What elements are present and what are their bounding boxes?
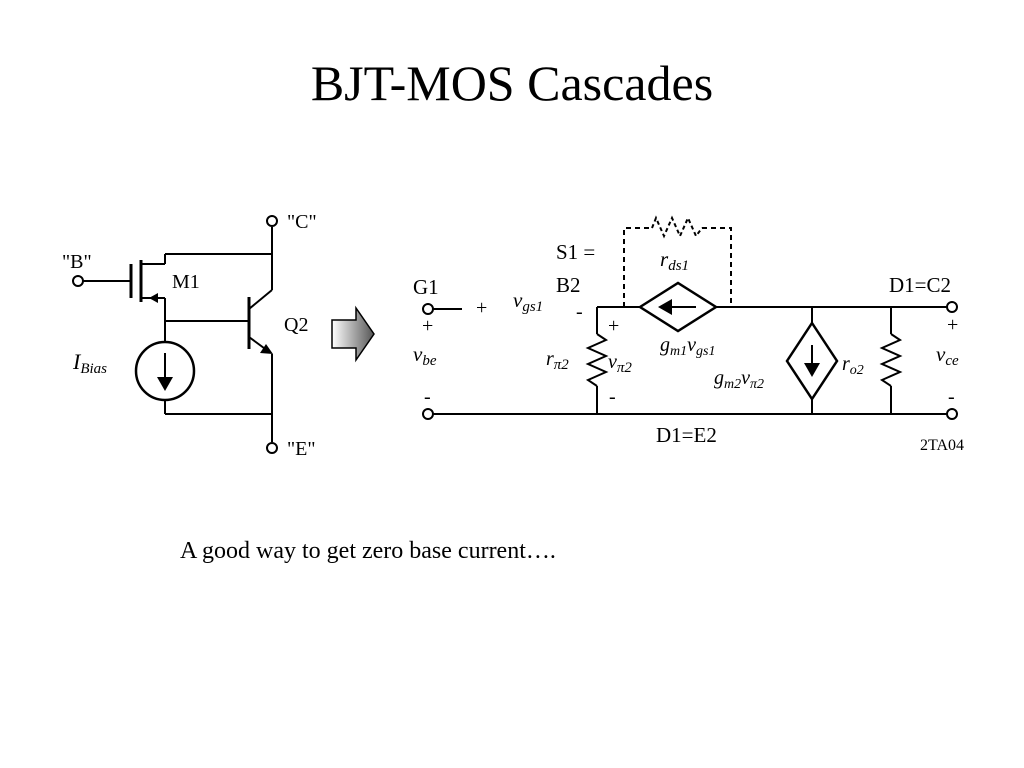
- label-ro2: ro2: [842, 353, 864, 378]
- label-b: "B": [62, 251, 92, 273]
- vce-minus: -: [948, 386, 955, 408]
- label-m1: M1: [172, 271, 200, 293]
- label-c: "C": [287, 211, 317, 233]
- label-gm1-vgs1: gm1vgs1: [660, 334, 715, 359]
- vbe-plus: +: [422, 315, 433, 337]
- label-vce: vce: [936, 342, 959, 369]
- vgs1-minus: -: [576, 301, 583, 323]
- ibias-arrow-icon: [157, 377, 173, 391]
- caption: A good way to get zero base current….: [180, 538, 556, 564]
- label-b2: B2: [556, 273, 581, 297]
- label-g1: G1: [413, 275, 439, 299]
- vce-plus: +: [947, 314, 958, 336]
- terminal-d1-c2: [946, 301, 958, 313]
- right-circuit: G1 S1 = B2 D1=C2 D1=E2 2TA04 + vgs1 - + …: [413, 215, 964, 454]
- label-e: "E": [287, 438, 316, 460]
- left-circuit: "B" "C" "E" M1 Q2 IBias: [62, 211, 317, 460]
- figure-id: 2TA04: [920, 437, 964, 454]
- terminal-b: [72, 275, 84, 287]
- terminal-e: [266, 442, 278, 454]
- terminal-ground-right: [946, 408, 958, 420]
- vgs1-plus: +: [476, 297, 487, 319]
- label-q2: Q2: [284, 314, 308, 336]
- terminal-g1-ground: [422, 408, 434, 420]
- slide-title: BJT-MOS Cascades: [310, 55, 714, 111]
- label-s1: S1 =: [556, 240, 595, 264]
- label-d1-c2: D1=C2: [889, 273, 951, 297]
- terminal-g1: [422, 303, 434, 315]
- transform-arrow-icon: [331, 305, 375, 363]
- label-rpi2: rπ2: [546, 348, 569, 373]
- label-d1-e2: D1=E2: [656, 423, 717, 447]
- vpi2-minus: -: [609, 386, 616, 408]
- rpi2-resistor: [585, 333, 609, 387]
- gm1-arrow-icon: [658, 299, 672, 315]
- label-vbe: vbe: [413, 342, 437, 369]
- label-rds1: rds1: [660, 247, 689, 274]
- ro2-resistor: [879, 333, 903, 387]
- vbe-minus: -: [424, 386, 431, 408]
- rds1-resistor: [651, 215, 703, 239]
- terminal-c: [266, 215, 278, 227]
- m1-arrow: [149, 293, 158, 303]
- label-vgs1: vgs1: [513, 288, 543, 315]
- label-gm2-vpi2: gm2vπ2: [714, 367, 764, 392]
- q2-emitter-arrow: [260, 344, 273, 354]
- vpi2-plus: +: [608, 315, 619, 337]
- label-ibias: IBias: [72, 349, 107, 377]
- gm2-arrow-icon: [804, 363, 820, 377]
- label-vpi2: vπ2: [608, 351, 632, 376]
